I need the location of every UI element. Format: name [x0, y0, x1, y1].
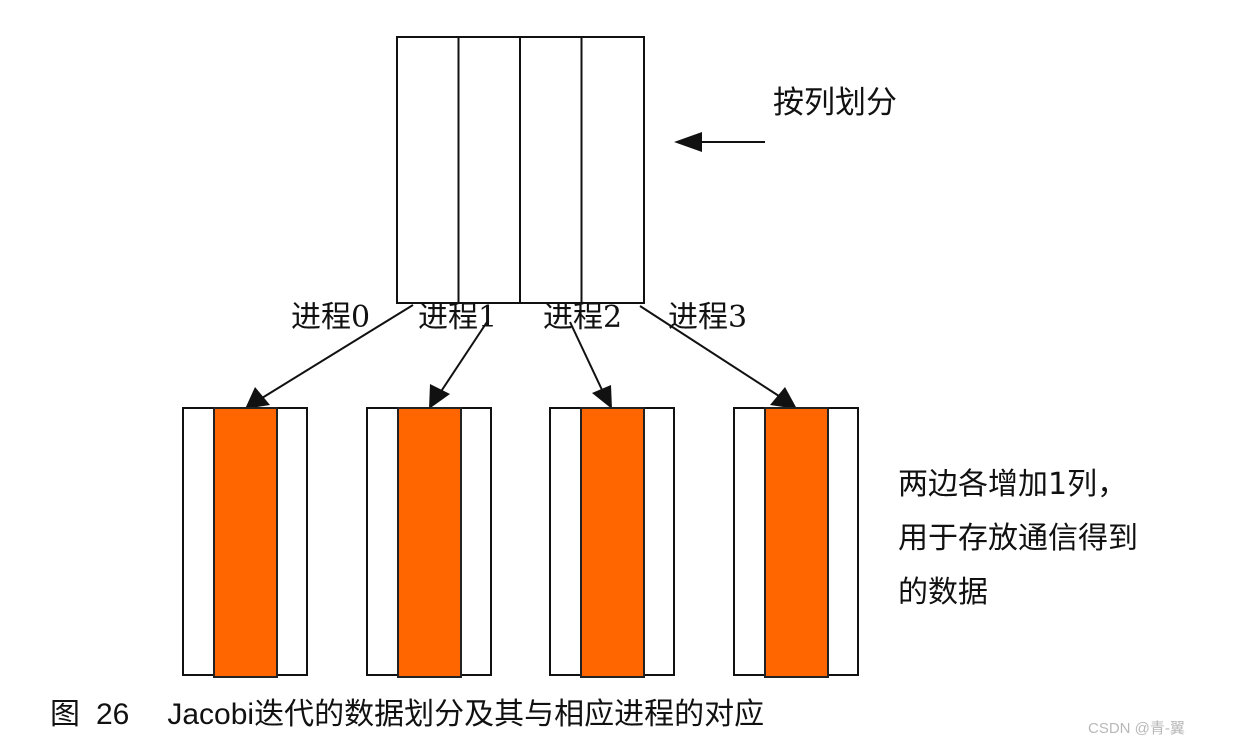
process-label-0: 进程0 [291, 300, 371, 335]
arrowhead-process-3 [770, 387, 797, 409]
process-label-3: 进程3 [668, 300, 748, 335]
ghost-columns-note: 两边各增加1列， 用于存放通信得到 的数据 [898, 458, 1138, 620]
process-label-2: 进程2 [543, 300, 623, 335]
figure-caption: 图 26 Jacobi迭代的数据划分及其与相应进程的对应 [50, 700, 764, 730]
caption-number: 26 [96, 698, 130, 731]
arrow-process-2 [569, 321, 604, 393]
arrowhead-process-2 [592, 385, 612, 409]
arrow-process-3 [639, 305, 783, 399]
process-block-3 [733, 407, 859, 678]
owned-columns [397, 407, 462, 678]
process-arrows [245, 304, 797, 409]
note-line-1: 两边各增加1列， [898, 467, 1128, 502]
process-block-2 [549, 407, 675, 678]
matrix-block [396, 36, 645, 304]
caption-prefix: 图 [50, 698, 80, 731]
process-block-1 [366, 407, 492, 678]
process-label-1: 进程1 [418, 300, 498, 335]
note-line-3: 的数据 [898, 575, 988, 610]
process-block-0 [182, 407, 308, 678]
owned-columns [764, 407, 829, 678]
arrow-process-0 [261, 304, 414, 399]
split-arrow-icon [674, 132, 765, 152]
arrowhead-process-0 [245, 387, 270, 409]
split-by-column-label: 按列划分 [773, 85, 897, 121]
owned-columns [580, 407, 645, 678]
watermark: CSDN @青-翼 [1088, 720, 1185, 737]
arrowhead-process-1 [429, 384, 450, 409]
arrow-process-1 [439, 321, 488, 394]
note-line-2: 用于存放通信得到 [898, 521, 1138, 556]
caption-text: Jacobi迭代的数据划分及其与相应进程的对应 [167, 698, 765, 731]
owned-columns [213, 407, 278, 678]
